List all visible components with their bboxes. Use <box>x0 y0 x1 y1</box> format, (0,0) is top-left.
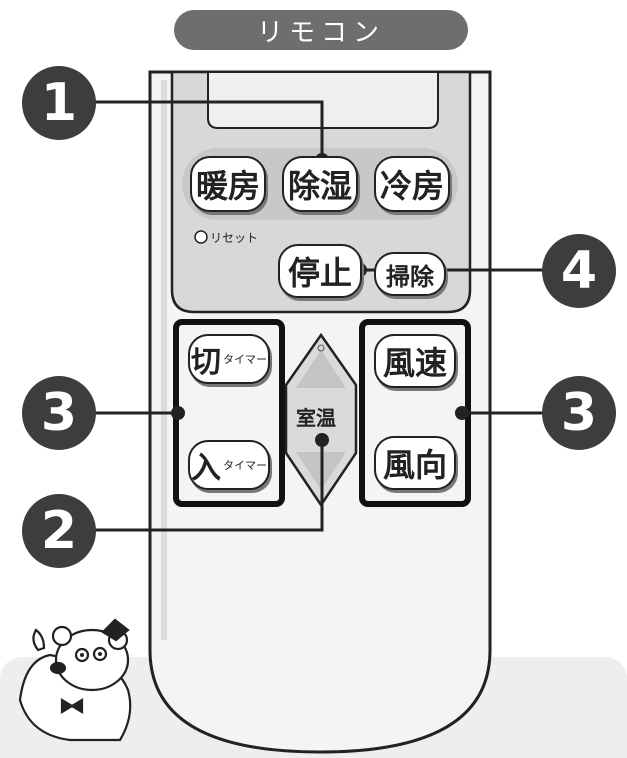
callout-2: 2 <box>22 494 96 568</box>
cleaning-button[interactable]: 掃除 <box>374 252 446 296</box>
on-timer-button[interactable]: 入 タイマー <box>188 440 270 490</box>
cooling-button[interactable]: 冷房 <box>374 156 450 212</box>
off-timer-main-label: 切 <box>191 345 221 380</box>
fan-speed-button[interactable]: 風速 <box>374 334 456 388</box>
off-timer-sub-label: タイマー <box>223 353 267 366</box>
callout-3-right: 3 <box>542 376 616 450</box>
dehumidify-button[interactable]: 除湿 <box>282 156 358 212</box>
stop-button[interactable]: 停止 <box>278 244 362 298</box>
reset-label: リセット <box>210 231 259 245</box>
fan-direction-button[interactable]: 風向 <box>374 436 456 490</box>
heating-button[interactable]: 暖房 <box>190 156 266 212</box>
bear-mascot <box>18 618 132 742</box>
on-timer-sub-label: タイマー <box>223 459 267 472</box>
display-window <box>207 71 439 129</box>
callout-1: 1 <box>22 66 96 140</box>
callout-4: 4 <box>542 234 616 308</box>
room-temp-label[interactable]: 室温 <box>296 406 336 430</box>
callout-3-left: 3 <box>22 376 96 450</box>
on-timer-main-label: 入 <box>191 451 221 486</box>
off-timer-button[interactable]: 切 タイマー <box>188 334 270 384</box>
title-banner: リモコン <box>174 10 468 50</box>
